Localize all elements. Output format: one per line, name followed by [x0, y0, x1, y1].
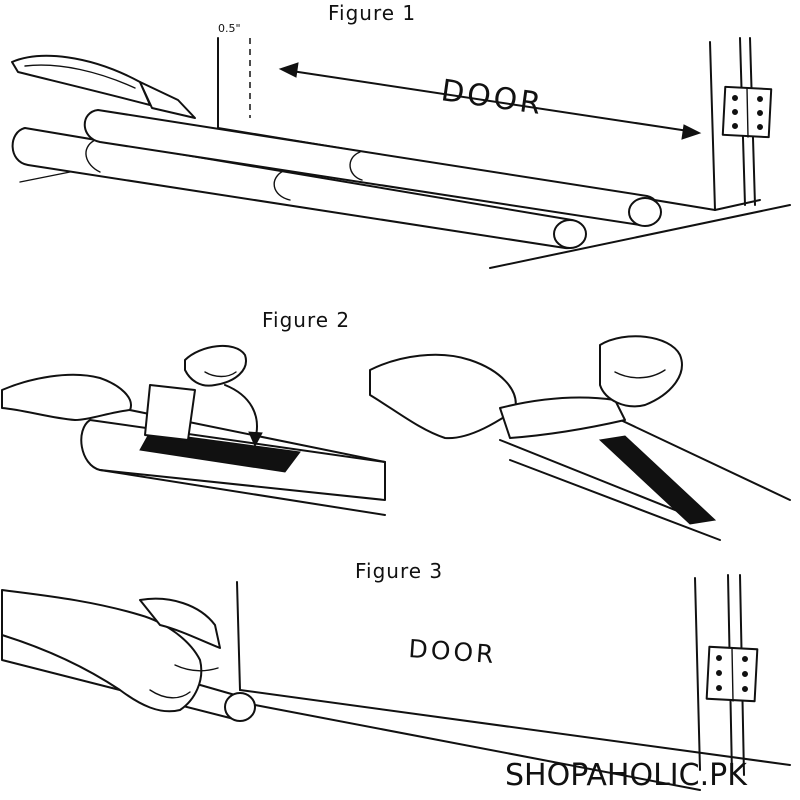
tube-with-backing-peeled [499, 414, 791, 541]
figure-3-door-label: DOOR [408, 634, 498, 669]
hands-right-icon [369, 335, 683, 440]
adhesive-strip [139, 431, 301, 473]
door-span-arrow [278, 62, 702, 140]
figure-3-title: Figure 3 [355, 559, 443, 583]
figure-3: Figure 3 DOOR [1, 559, 791, 791]
figure-2: Figure 2 [1, 308, 791, 541]
measurement-label: 0.5" [218, 22, 241, 35]
peel-arrow [224, 384, 263, 448]
figure-2-title: Figure 2 [262, 308, 350, 332]
tube-with-adhesive-strip [80, 407, 386, 516]
figure-1-title: Figure 1 [328, 1, 416, 25]
door-left-edge [236, 581, 241, 691]
figure-1: Figure 1 0.5" DOOR [11, 1, 791, 269]
hand-left-icon [1, 344, 247, 441]
utility-knife-icon [11, 54, 196, 119]
hinge-icon [705, 645, 759, 703]
hand-installing-icon [1, 589, 221, 713]
figure-1-door-label: DOOR [439, 73, 546, 122]
draft-stopper-tube-front [11, 127, 587, 250]
watermark-text: SHOPAHOLIC.PK [505, 758, 748, 793]
door-bottom-edge [239, 689, 791, 766]
exposed-adhesive-strip [598, 435, 717, 525]
hinge-icon [721, 85, 773, 139]
draft-stopper-tube-back [83, 109, 662, 227]
floor-line [489, 204, 791, 269]
